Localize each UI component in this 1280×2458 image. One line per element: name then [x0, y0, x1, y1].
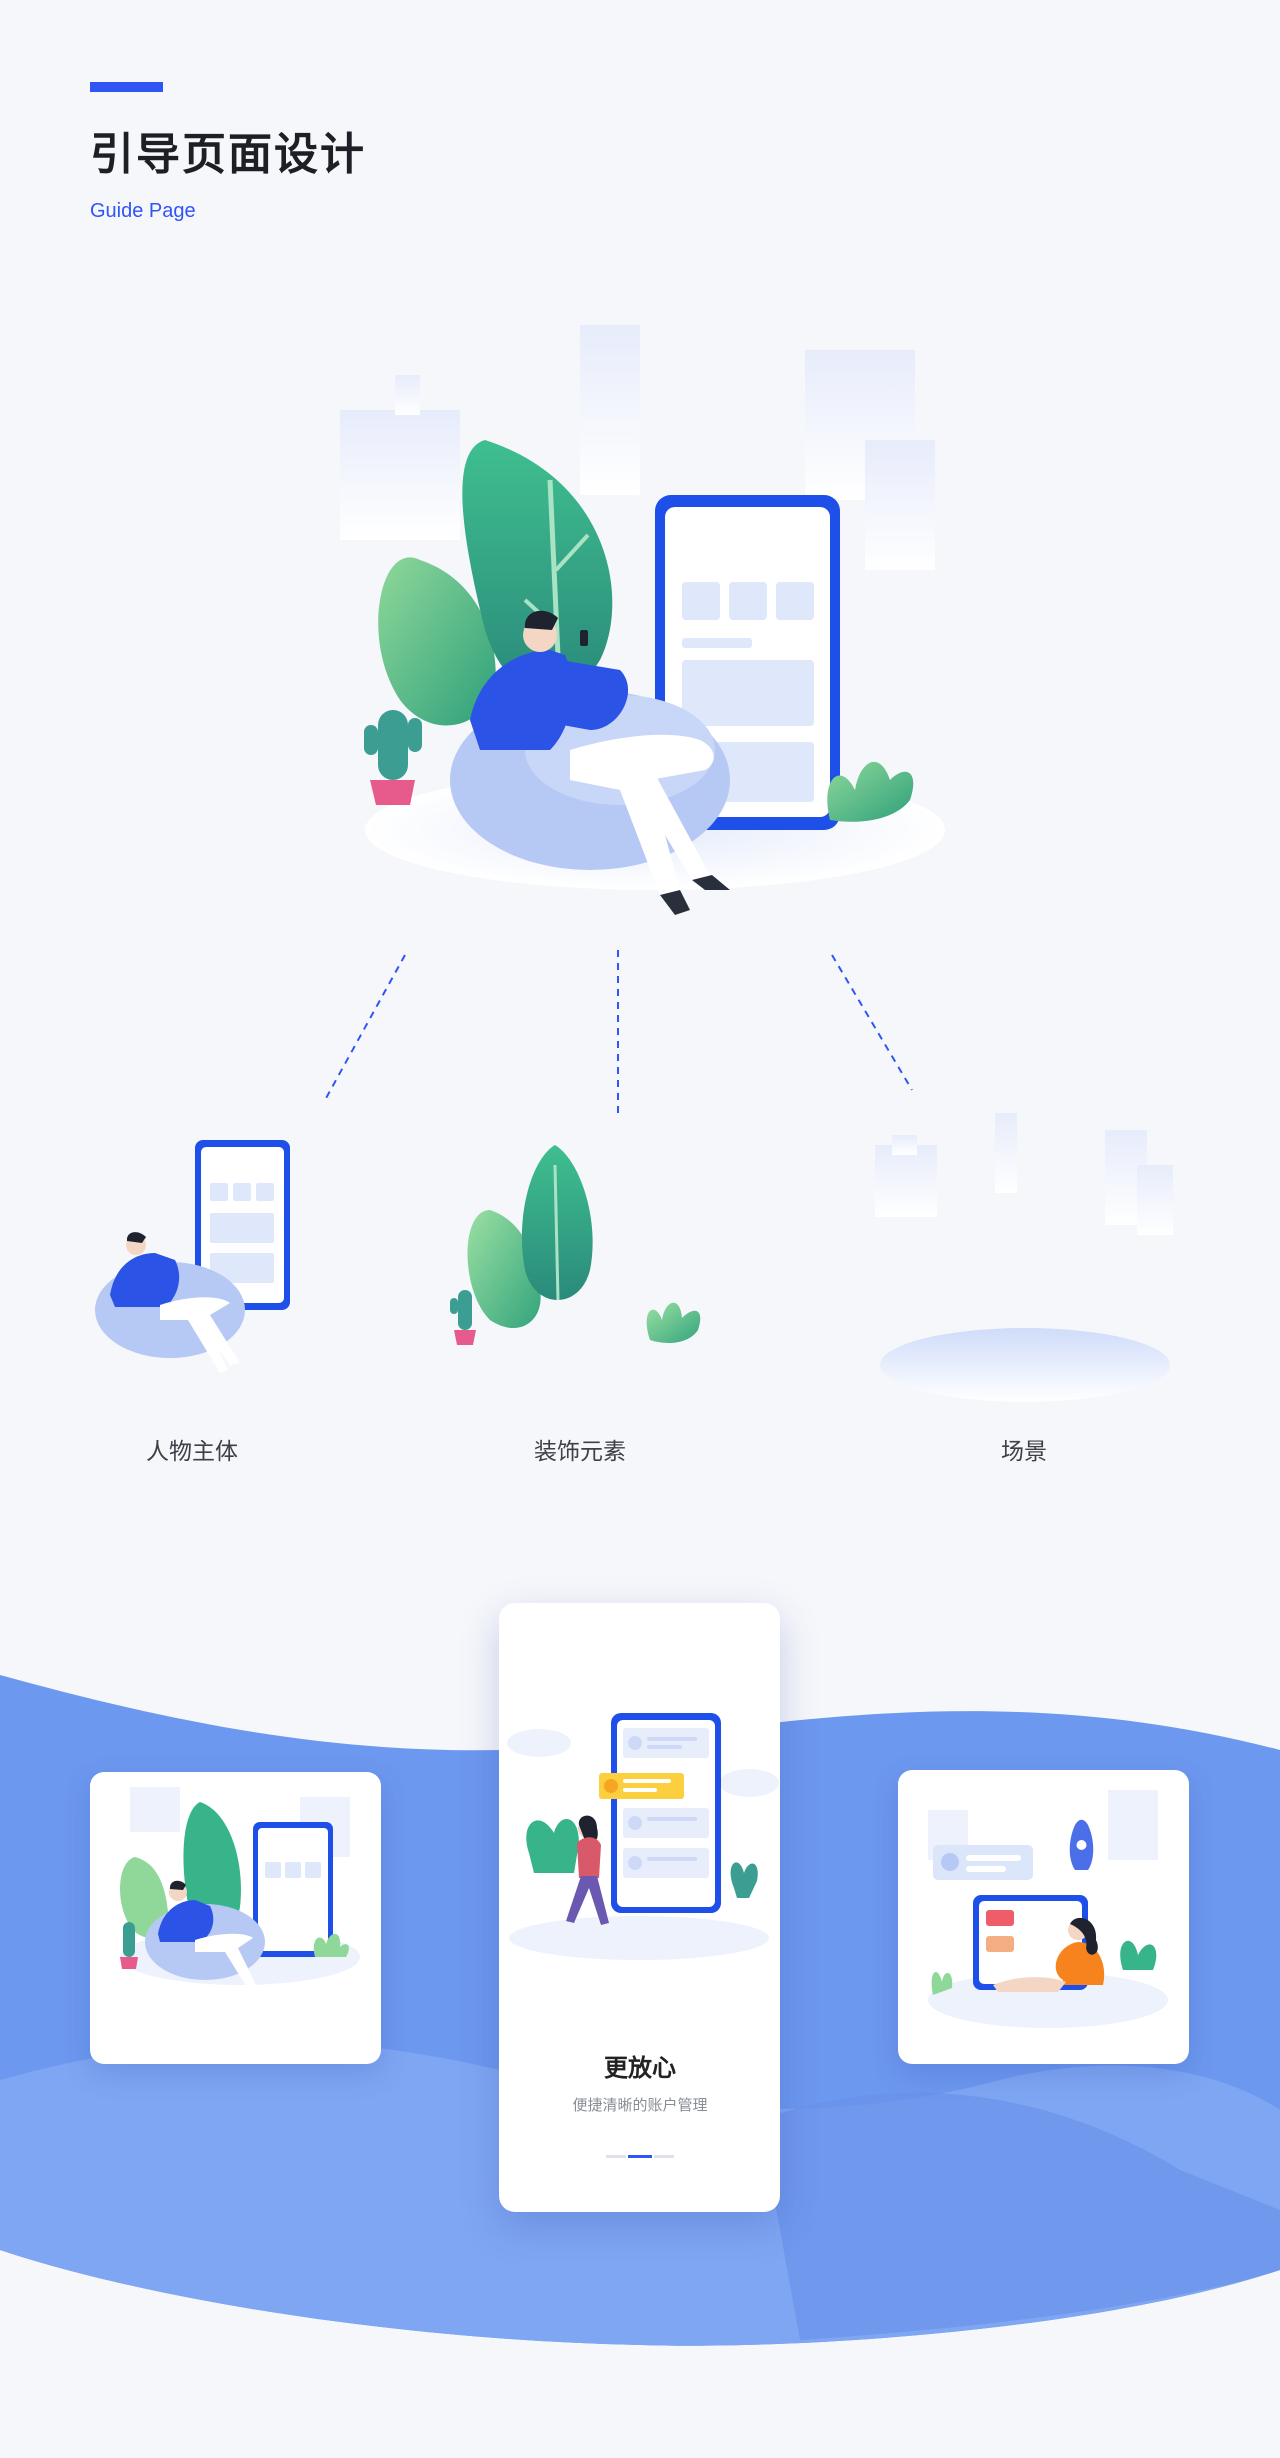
part-label-decoration: 装饰元素 — [534, 1438, 626, 1464]
showcase-card-right[interactable] — [898, 1770, 1189, 2064]
grass-right — [827, 761, 914, 822]
hero-illustration — [340, 325, 945, 915]
page-title: 引导页面设计 — [90, 130, 366, 179]
background-buildings — [340, 325, 935, 570]
part-label-person: 人物主体 — [146, 1438, 238, 1464]
card-left-illustration — [120, 1787, 360, 1999]
showcase-phone-card[interactable] — [499, 1603, 780, 2212]
part-label-scene: 场景 — [1001, 1438, 1047, 1464]
part-decoration-illustration — [450, 1145, 701, 1345]
page-indicator-dot-3[interactable] — [654, 2155, 674, 2158]
cactus — [364, 710, 422, 805]
part-person-illustration — [95, 1140, 290, 1373]
page-indicator-dot-2[interactable] — [628, 2155, 652, 2158]
phone-card-description: 便捷清晰的账户管理 — [572, 2097, 708, 2114]
part-scene-illustration — [875, 1113, 1173, 1402]
plant-left — [378, 440, 613, 726]
phone-card-title: 更放心 — [604, 2055, 676, 2082]
connector-lines — [324, 950, 913, 1115]
person-sitting — [470, 610, 730, 915]
page-indicator-dot-1[interactable] — [606, 2155, 626, 2158]
title-accent-bar — [90, 82, 163, 92]
page-subtitle: Guide Page — [90, 200, 196, 222]
showcase-card-left[interactable] — [90, 1772, 381, 2064]
card-right-illustration — [928, 1790, 1168, 2028]
phone-card-illustration — [507, 1713, 779, 1960]
